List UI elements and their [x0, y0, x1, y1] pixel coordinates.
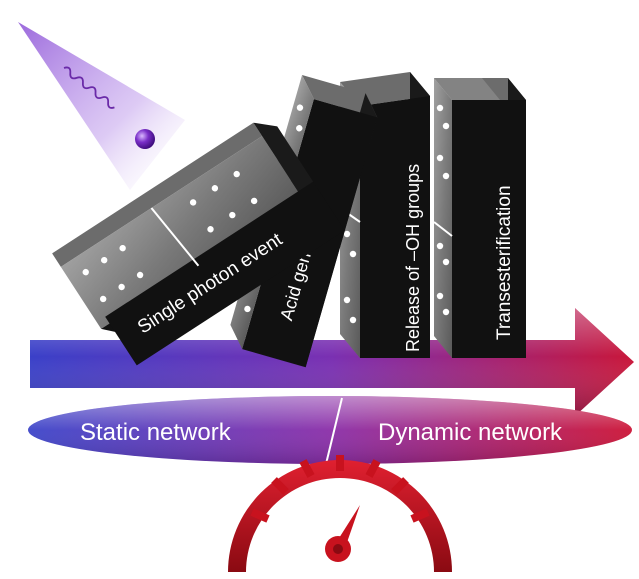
photon-beam — [18, 22, 185, 190]
static-network-label: Static network — [80, 419, 232, 446]
domino-label-release-oh: Release of –OH groups — [403, 164, 423, 352]
network-state-oval: Static network Dynamic network — [28, 396, 632, 465]
speedometer-icon — [228, 455, 452, 572]
photon-particle-icon — [135, 129, 155, 149]
domino-single-photon: Single photon event — [52, 122, 345, 366]
progress-arrow — [30, 308, 634, 416]
photon-wave-icon — [63, 66, 115, 109]
domino-label-transesterification: Transesterification — [494, 185, 515, 340]
domino-release-oh: Release of –OH groups — [339, 72, 430, 358]
domino-transesterification: Transesterification — [433, 78, 526, 358]
dynamic-network-label: Dynamic network — [378, 419, 563, 446]
